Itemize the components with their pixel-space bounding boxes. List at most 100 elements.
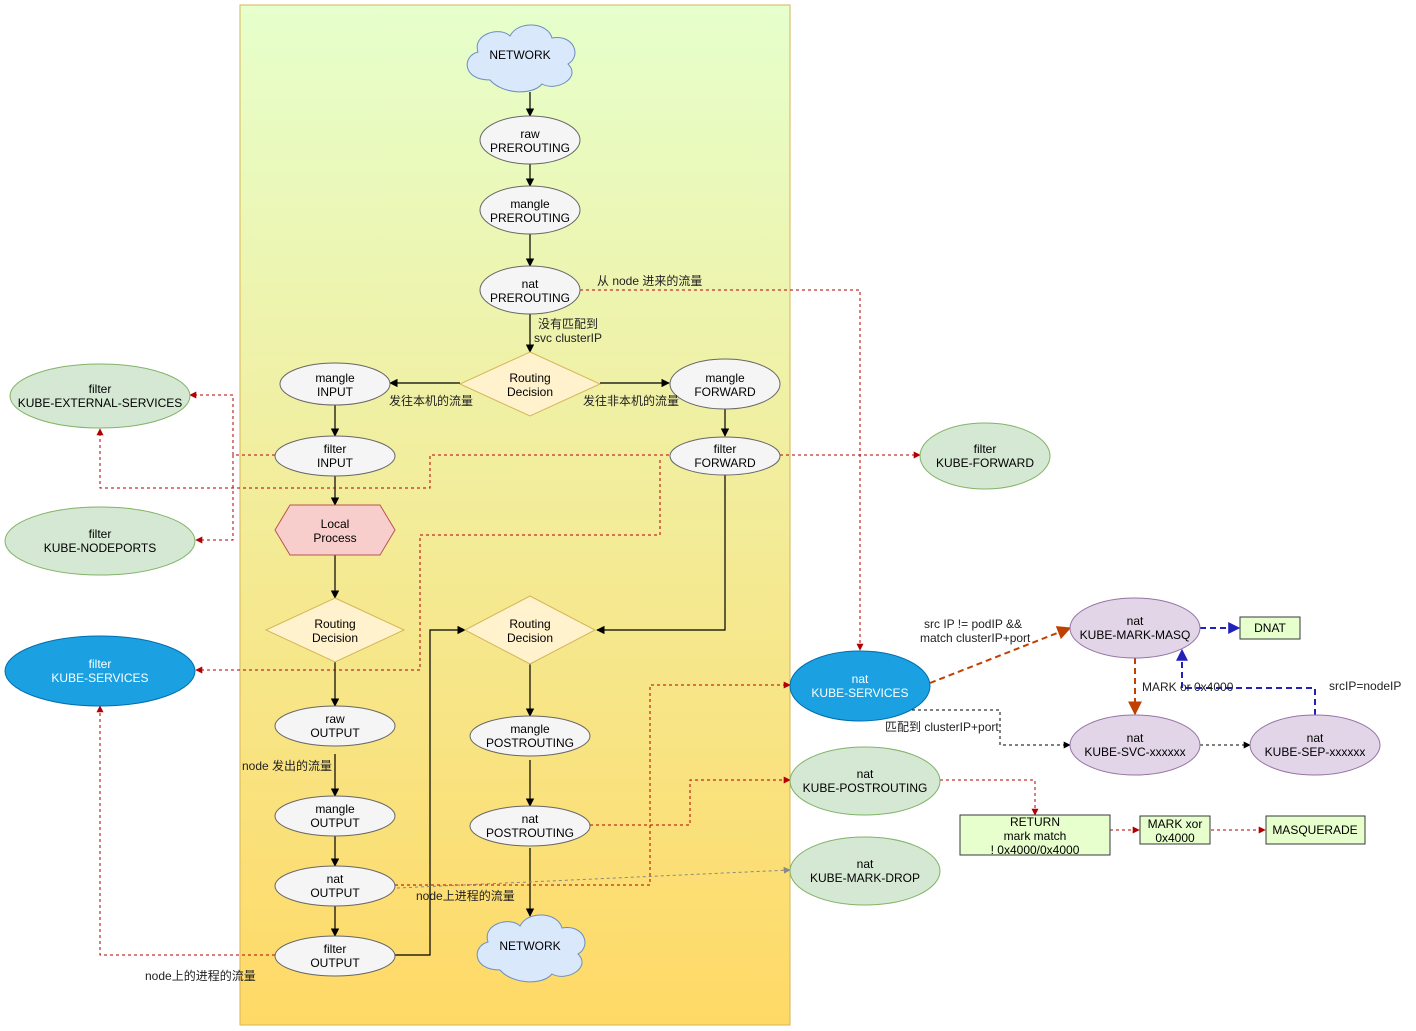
svg-text:KUBE-EXTERNAL-SERVICES: KUBE-EXTERNAL-SERVICES [18,396,183,410]
svg-text:FORWARD: FORWARD [694,456,756,470]
svg-text:mangle: mangle [510,197,550,211]
edges [96,92,1316,956]
node-nat-kube-services: nat KUBE-SERVICES [789,650,931,722]
label-no-match-1: 没有匹配到 [538,316,598,331]
edge-kube-postrouting-return [940,779,1039,816]
svg-text:Decision: Decision [312,631,358,645]
svg-text:KUBE-SVC-xxxxxx: KUBE-SVC-xxxxxx [1084,745,1185,759]
svg-text:mark match: mark match [1004,829,1067,843]
svg-text:OUTPUT: OUTPUT [310,886,360,900]
box-mark-xor: MARK xor 0x4000 [1139,815,1211,845]
node-filter-kube-forward: filter KUBE-FORWARD [919,422,1051,490]
svg-text:MARK xor: MARK xor [1148,817,1203,831]
label-mark-or: MARK or 0x4000 [1142,680,1234,694]
edge-sep-mark-masq [1176,648,1316,715]
node-nat-kube-svc: nat KUBE-SVC-xxxxxx [1069,714,1201,776]
box-dnat: DNAT [1239,616,1301,640]
diamond-routing-decision-1: Routing Decision [458,351,602,417]
svg-text:Routing: Routing [509,371,550,385]
cloud-network-top-label: NETWORK [489,48,550,62]
edge-nat-output-kube-services [395,681,791,886]
cloud-network-top: NETWORK [466,24,576,93]
svg-text:PREROUTING: PREROUTING [490,141,570,155]
edge-kube-services-svc [900,709,1071,749]
svg-text:KUBE-SERVICES: KUBE-SERVICES [51,671,148,685]
svg-text:nat: nat [1127,731,1144,745]
diamond-routing-decision-3: Routing Decision [463,595,597,665]
node-nat-prerouting: nat PREROUTING [479,265,581,315]
svg-text:DNAT: DNAT [1254,621,1286,635]
svg-text:Routing: Routing [509,617,550,631]
svg-text:nat: nat [327,872,344,886]
node-mangle-forward: mangle FORWARD [669,358,781,410]
svg-text:Decision: Decision [507,385,553,399]
svg-text:raw: raw [325,712,345,726]
node-filter-kube-external-services: filter KUBE-EXTERNAL-SERVICES [9,363,191,429]
svg-text:mangle: mangle [315,371,355,385]
node-mangle-input: mangle INPUT [279,362,391,406]
node-raw-prerouting: raw PREROUTING [479,115,581,165]
label-to-nonlocal: 发往非本机的流量 [583,393,679,408]
node-filter-forward: filter FORWARD [669,436,781,476]
node-mangle-prerouting: mangle PREROUTING [479,185,581,235]
svg-text:Routing: Routing [314,617,355,631]
svg-text:OUTPUT: OUTPUT [310,956,360,970]
cloud-network-bottom-label: NETWORK [499,939,560,953]
svg-text:nat: nat [857,767,874,781]
svg-text:mangle: mangle [315,802,355,816]
node-nat-kube-mark-masq: nat KUBE-MARK-MASQ [1069,597,1201,659]
svg-text:nat: nat [522,277,539,291]
svg-text:POSTROUTING: POSTROUTING [486,736,574,750]
cloud-network-bottom: NETWORK [476,914,586,983]
node-filter-kube-services: filter KUBE-SERVICES [4,635,196,707]
edge-kube-services-mark-masq [929,626,1072,684]
svg-text:filter: filter [89,382,112,396]
node-filter-input: filter INPUT [274,435,396,477]
edge-filter-forward-routing3 [596,474,726,635]
svg-text:Decision: Decision [507,631,553,645]
label-no-match-2: svc clusterIP [534,331,602,345]
svg-text:KUBE-SEP-xxxxxx: KUBE-SEP-xxxxxx [1265,745,1366,759]
svg-text:mangle: mangle [510,722,550,736]
edge-filter-forward-ext-services [96,428,669,489]
node-filter-output: filter OUTPUT [274,935,396,977]
node-nat-kube-mark-drop: nat KUBE-MARK-DROP [789,836,941,906]
node-mangle-postrouting: mangle POSTROUTING [469,715,591,757]
label-to-local: 发往本机的流量 [389,393,473,408]
svg-text:KUBE-MARK-MASQ: KUBE-MARK-MASQ [1080,628,1191,642]
svg-text:filter: filter [324,442,347,456]
label-src-ip-1: src IP != podIP && [924,617,1022,631]
svg-text:KUBE-SERVICES: KUBE-SERVICES [811,686,908,700]
svg-text:Process: Process [313,531,356,545]
svg-text:RETURN: RETURN [1010,815,1060,829]
svg-text:PREROUTING: PREROUTING [490,211,570,225]
edge-nat-post-kube-postrouting [590,776,791,826]
svg-text:FORWARD: FORWARD [694,385,756,399]
label-node-proc-1: node上进程的流量 [416,888,515,903]
edge-filter-input-nodeports [195,454,275,544]
node-nat-kube-sep: nat KUBE-SEP-xxxxxx [1249,714,1381,776]
node-mangle-output: mangle OUTPUT [274,795,396,837]
svg-text:KUBE-NODEPORTS: KUBE-NODEPORTS [44,541,156,555]
hexagon-local-process: Local Process [274,504,396,556]
svg-text:nat: nat [1307,731,1324,745]
svg-text:OUTPUT: OUTPUT [310,816,360,830]
svg-text:filter: filter [89,657,112,671]
svg-text:POSTROUTING: POSTROUTING [486,826,574,840]
svg-text:Local: Local [321,517,350,531]
label-match-cluster: 匹配到 clusterIP+port [885,720,999,734]
svg-text:INPUT: INPUT [317,456,354,470]
diamond-routing-decision-2: Routing Decision [264,597,406,663]
svg-text:raw: raw [520,127,540,141]
box-return-mark-match: RETURN mark match ! 0x4000/0x4000 [959,814,1111,857]
node-nat-kube-postrouting: nat KUBE-POSTROUTING [789,746,941,816]
svg-text:mangle: mangle [705,371,745,385]
node-filter-kube-nodeports: filter KUBE-NODEPORTS [4,506,196,576]
edge-filter-output-routing3 [395,625,466,956]
label-from-node: 从 node 进来的流量 [597,273,702,288]
svg-text:! 0x4000/0x4000: ! 0x4000/0x4000 [991,843,1080,857]
svg-text:nat: nat [522,812,539,826]
node-nat-postrouting: nat POSTROUTING [469,805,591,847]
svg-text:filter: filter [89,527,112,541]
